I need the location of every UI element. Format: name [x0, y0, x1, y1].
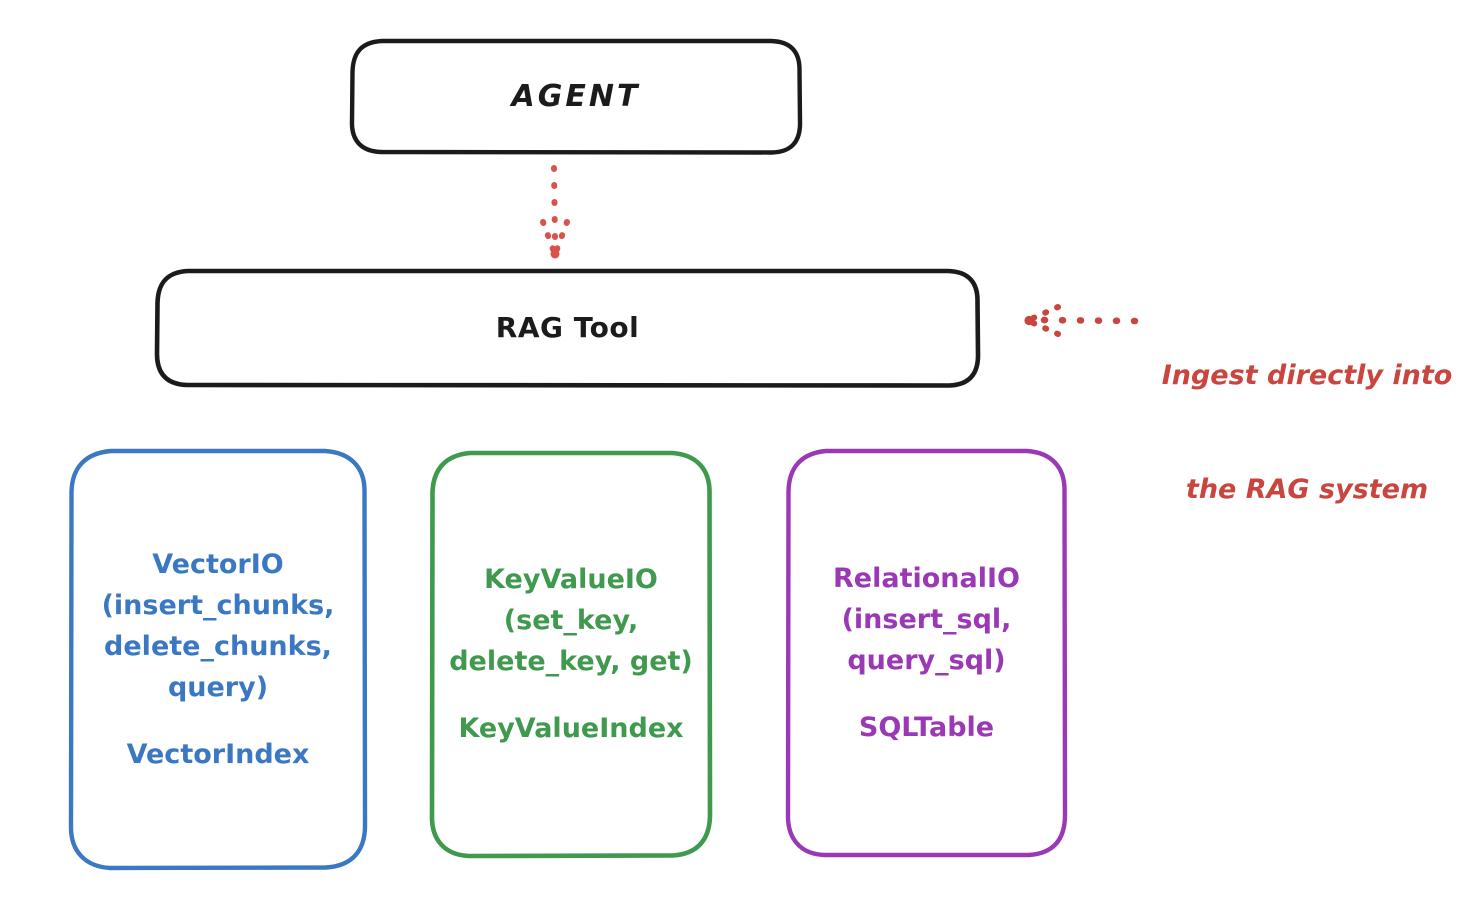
ingest-annotation-line-1: Ingest directly into	[1161, 360, 1453, 391]
ingest-annotation: Ingest directly into the RAG system	[1146, 281, 1468, 547]
rag-tool-box[interactable]	[154, 268, 981, 388]
agent-to-rag-connector	[540, 165, 570, 259]
key-value-io-box[interactable]	[429, 450, 713, 859]
vector-io-box[interactable]	[68, 448, 368, 871]
agent-box[interactable]	[349, 38, 803, 155]
relational-io-box[interactable]	[785, 448, 1068, 858]
ingest-annotation-line-2: the RAG system	[1185, 474, 1429, 505]
ingest-arrow	[1024, 304, 1139, 337]
